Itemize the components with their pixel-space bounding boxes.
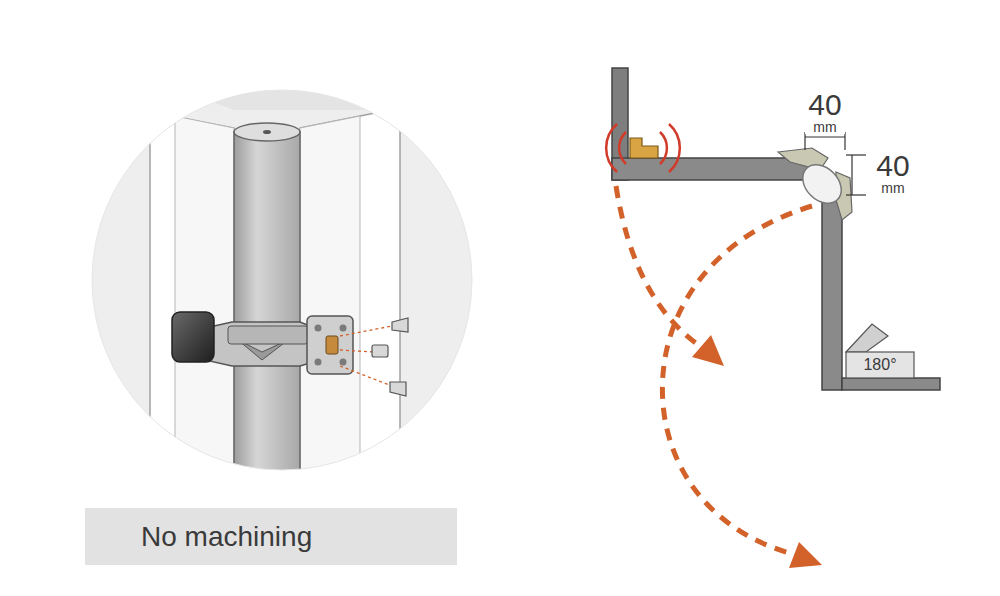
dimension-label: 40 mm <box>805 90 845 134</box>
detail-circle <box>90 60 472 482</box>
plan-view <box>606 68 940 568</box>
band-text: No machining <box>141 521 312 553</box>
angle-label: 180° <box>863 356 896 374</box>
text-band: No machining <box>85 508 457 565</box>
dimension-label: 40 mm <box>873 151 913 195</box>
